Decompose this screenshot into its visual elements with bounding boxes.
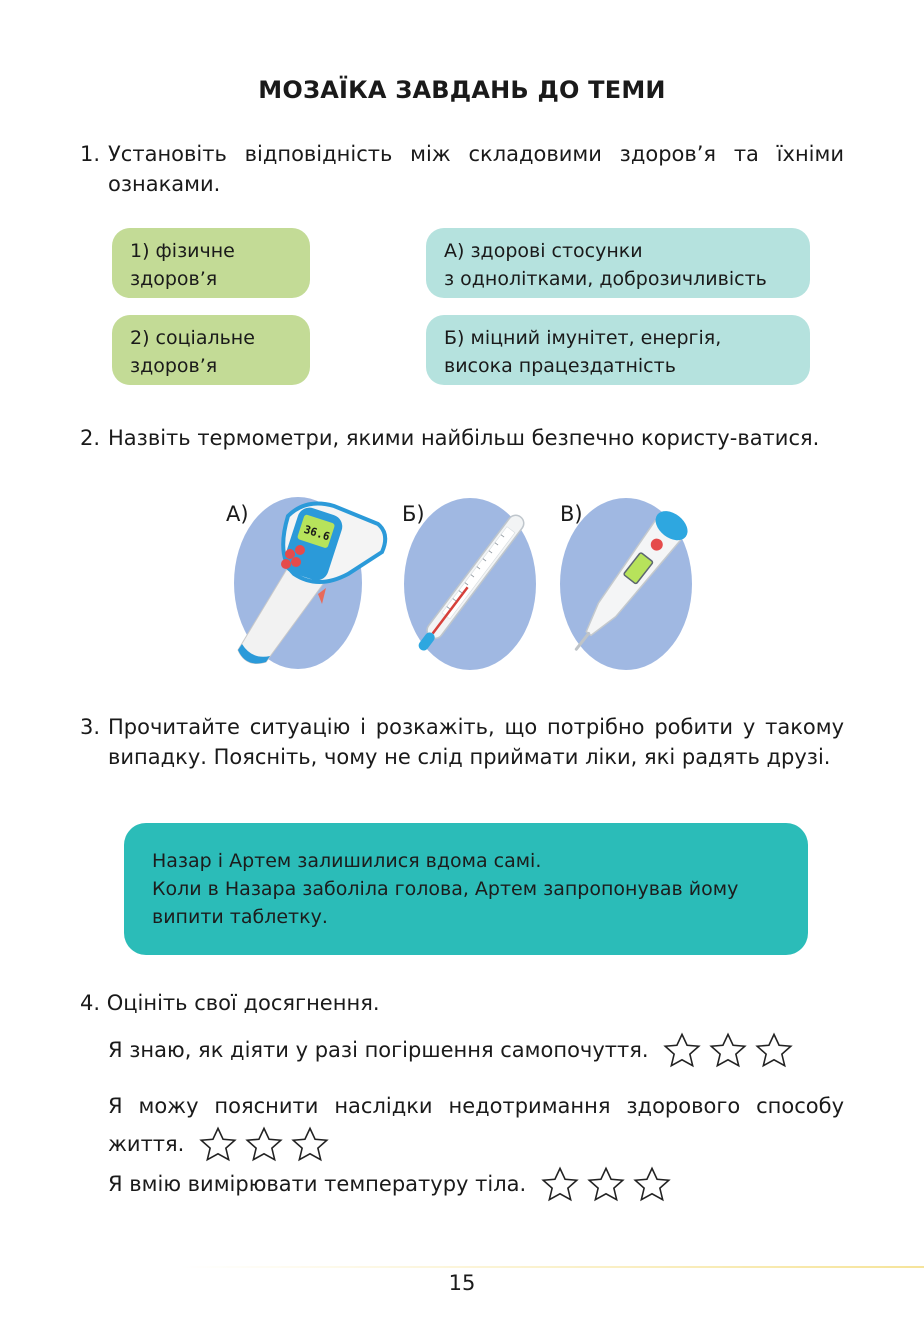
match-item-physical[interactable]: 1) фізичне здоров’я [112,228,310,298]
self-assessment-row-3: Я вмію вимірювати температуру тіла. [108,1164,844,1206]
star-rating[interactable] [197,1124,331,1166]
star-icon[interactable] [539,1164,581,1206]
task-4-heading: 4. Оцініть свої досягнення. [80,991,380,1015]
probe-tip [574,631,591,651]
star-icon[interactable] [753,1030,795,1072]
task-2: 2. Назвіть термометри, якими найбільш бе… [80,423,844,453]
star-rating[interactable] [539,1164,673,1206]
task-number: 2. [80,426,101,450]
match-option-a[interactable]: А) здорові стосунки з однолітками, добро… [426,228,810,298]
match-option-line: висока працездатність [444,355,676,377]
digital-thermometer-illustration[interactable] [552,496,696,672]
statement-text: Я знаю, як діяти у разі погіршення самоп… [108,1038,649,1062]
task-number: 3. [80,715,101,739]
mercury-thermometer-illustration[interactable] [402,496,538,672]
task-text: Назвіть термометри, якими найбільш безпе… [108,426,820,450]
match-item-label: 1) фізичне здоров’я [130,240,235,290]
statement-text: Я вмію вимірювати температуру тіла. [108,1172,527,1196]
match-option-b[interactable]: Б) міцний імунітет, енергія, висока прац… [426,315,810,385]
thermometer-tip [418,632,435,651]
star-icon[interactable] [661,1030,703,1072]
task-1: 1. Установіть відповідність між складови… [80,139,844,199]
star-icon[interactable] [631,1164,673,1206]
footer-rule [180,1266,924,1268]
task-text: Установіть відповідність між складовими … [108,142,844,196]
infrared-thermometer-illustration[interactable]: 36.6 [228,494,394,672]
option-label-c: В) [560,502,583,526]
button-icon [295,545,305,555]
match-option-line: Б) міцний імунітет, енергія, [444,327,722,349]
mercury-column [431,586,469,635]
self-assessment-row-2: Я можу пояснити наслідки недотримання зд… [108,1088,844,1166]
match-item-label: 2) соціальне здоров’я [130,327,255,377]
task-number: 1. [80,142,101,166]
star-icon[interactable] [243,1124,285,1166]
match-item-social[interactable]: 2) соціальне здоров’я [112,315,310,385]
star-icon[interactable] [707,1030,749,1072]
button-icon [285,549,295,559]
task-text: Прочитайте ситуацію і розкажіть, що потр… [108,715,844,769]
situation-line: випити таблетку. [152,906,328,928]
button-icon [291,557,301,567]
power-button-icon [650,538,663,551]
star-rating[interactable] [661,1030,795,1072]
thermometer-cap [655,511,688,541]
page-title: МОЗАЇКА ЗАВДАНЬ ДО ТЕМИ [258,76,666,104]
button-icon [281,559,291,569]
option-label-b: Б) [402,502,425,526]
lcd-screen [297,514,335,548]
option-label-a: А) [226,502,249,526]
statement-text: Я можу пояснити наслідки недотримання зд… [108,1094,844,1118]
match-option-line: А) здорові стосунки [444,240,643,262]
self-assessment-row-1: Я знаю, як діяти у разі погіршення самоп… [108,1030,844,1072]
star-icon[interactable] [289,1124,331,1166]
statement-text: життя. [108,1132,185,1156]
star-icon[interactable] [197,1124,239,1166]
page-number: 15 [448,1271,476,1295]
situation-box: Назар і Артем залишилися вдома самі. Кол… [124,823,808,955]
task-3: 3. Прочитайте ситуацію і розкажіть, що п… [80,712,844,772]
situation-line: Коли в Назара заболіла голова, Артем зап… [152,878,739,900]
situation-line: Назар і Артем залишилися вдома самі. [152,850,542,872]
lcd-screen [623,552,654,585]
trigger-icon [318,588,326,604]
handle-base [238,644,270,664]
star-icon[interactable] [585,1164,627,1206]
match-option-line: з однолітками, доброзичливість [444,268,767,290]
